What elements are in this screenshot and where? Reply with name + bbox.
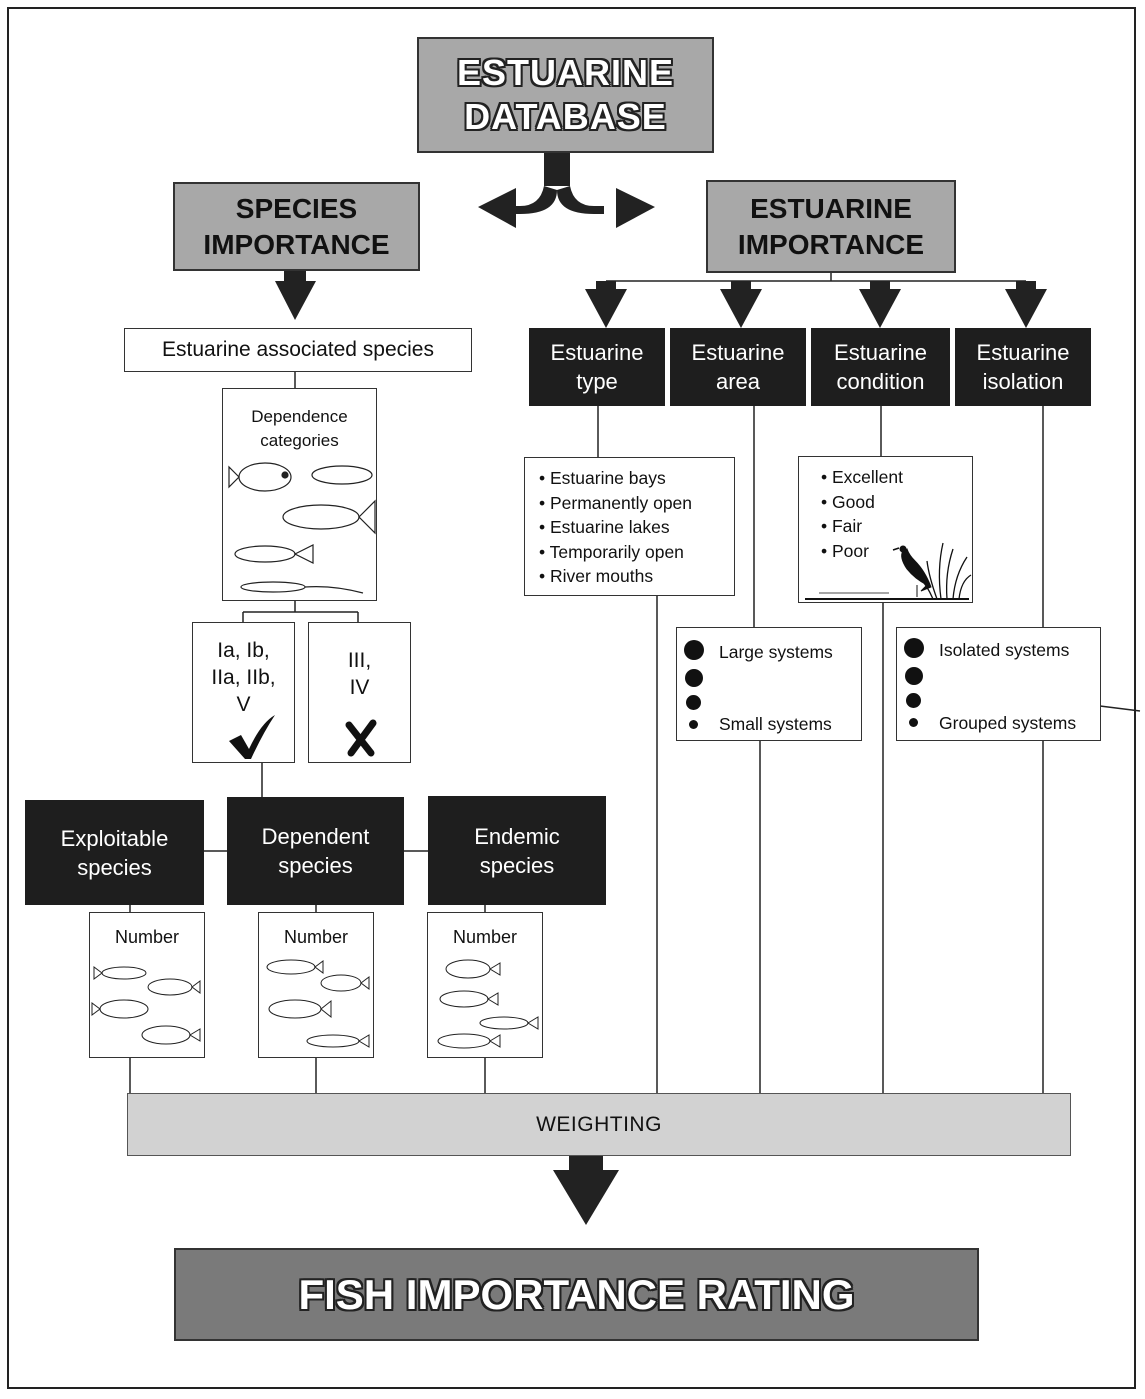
isolated-systems-label: Isolated systems (939, 640, 1070, 660)
estuarine-condition-line1: Estuarine (834, 340, 927, 365)
cross-icon (345, 719, 377, 757)
checkmark-icon (229, 715, 275, 759)
estuarine-importance-line1: ESTUARINE (750, 192, 912, 224)
fish-importance-rating-box: FISH IMPORTANCE RATING (174, 1248, 979, 1341)
estuarine-database-box: ESTUARINE DATABASE (417, 37, 714, 153)
list-item: • Estuarine lakes (539, 517, 670, 537)
estuarine-area-box: Estuarine area (670, 328, 806, 406)
small-dot (906, 693, 921, 708)
database-title-line1: ESTUARINE (456, 52, 675, 93)
species-importance-line2: IMPORTANCE (203, 228, 390, 260)
endemic-line2: species (479, 852, 555, 878)
estuarine-condition-list: • Excellent • Good • Fair • Poor (798, 456, 973, 603)
database-title-line2: DATABASE (464, 96, 667, 137)
list-item: • Excellent (821, 467, 903, 487)
estuarine-area-legend: Large systems Small systems (676, 627, 862, 741)
excluded-categories-box: III, IV (308, 622, 411, 763)
list-item: • Poor (821, 540, 869, 561)
dependence-line1: Dependence (251, 407, 348, 426)
list-item: • Estuarine bays (539, 468, 666, 488)
exploitable-line2: species (77, 854, 152, 880)
number-label: Number (114, 927, 180, 947)
tiny-dot (689, 720, 698, 729)
list-item: • River mouths (539, 566, 654, 586)
included-line3: V (236, 693, 251, 716)
weighting-bar: WEIGHTING (127, 1093, 1071, 1156)
estuarine-isolation-legend: Isolated systems Grouped systems (896, 627, 1101, 741)
list-item: • Good (821, 491, 875, 512)
dependent-line1: Dependent (261, 824, 370, 849)
medium-dot (685, 669, 703, 687)
exploitable-line1: Exploitable (60, 825, 169, 851)
exploitable-number-box: Number (89, 912, 205, 1058)
grouped-systems-label: Grouped systems (939, 713, 1077, 733)
included-line2: IIa, IIb, (211, 666, 276, 689)
estuarine-importance-line2: IMPORTANCE (737, 228, 925, 260)
dependent-number-box: Number (258, 912, 374, 1058)
fish-illustration (266, 959, 370, 1048)
estuarine-condition-line2: condition (836, 369, 925, 394)
dependence-line2: categories (260, 431, 339, 450)
estuarine-type-box: Estuarine type (529, 328, 665, 406)
included-categories-box: Ia, Ib, IIa, IIb, V (192, 622, 295, 763)
endemic-species-box: Endemic species (428, 796, 606, 905)
list-item: • Fair (821, 516, 863, 536)
estuarine-isolation-line2: isolation (982, 369, 1064, 394)
estuarine-type-list: • Estuarine bays • Permanently open • Es… (524, 457, 735, 596)
number-label: Number (283, 927, 349, 947)
list-item: • Permanently open (539, 492, 693, 513)
large-dot (904, 638, 924, 658)
estuarine-importance-box: ESTUARINE IMPORTANCE (706, 180, 956, 273)
list-item: • Temporarily open (539, 541, 684, 562)
associated-species-box: Estuarine associated species (124, 328, 472, 372)
species-importance-box: SPECIES IMPORTANCE (173, 182, 420, 271)
fish-illustration (437, 959, 539, 1049)
dependent-line2: species (278, 853, 353, 878)
exploitable-species-box: Exploitable species (25, 800, 204, 905)
endemic-number-box: Number (427, 912, 543, 1058)
estuarine-type-line1: Estuarine (550, 340, 644, 365)
diagram-frame (7, 7, 1136, 1389)
estuarine-condition-box: Estuarine condition (811, 328, 950, 406)
species-importance-line1: SPECIES (235, 192, 358, 224)
included-line1: Ia, Ib, (217, 639, 270, 662)
number-label: Number (452, 927, 518, 947)
tiny-dot (909, 718, 918, 727)
estuarine-type-line2: type (576, 369, 618, 394)
excluded-line1: III, (347, 649, 372, 672)
weighting-label: WEIGHTING (536, 1112, 662, 1136)
fish-illustration (228, 462, 376, 594)
dependence-categories-box: Dependence categories (222, 388, 377, 601)
large-dot (684, 640, 704, 660)
estuarine-isolation-box: Estuarine isolation (955, 328, 1091, 406)
associated-species-label: Estuarine associated species (162, 338, 434, 361)
small-systems-label: Small systems (719, 714, 832, 734)
endemic-line1: Endemic (474, 823, 560, 849)
estuarine-area-line1: Estuarine (691, 340, 785, 365)
large-systems-label: Large systems (719, 642, 833, 662)
fish-illustration (91, 966, 201, 1045)
estuarine-isolation-line1: Estuarine (976, 340, 1070, 365)
heron-reeds-icon (805, 542, 972, 600)
medium-dot (905, 667, 923, 685)
excluded-line2: IV (349, 676, 370, 699)
estuarine-area-line2: area (715, 369, 761, 394)
dependent-species-box: Dependent species (227, 797, 404, 905)
rating-label: FISH IMPORTANCE RATING (298, 1270, 855, 1318)
small-dot (686, 695, 701, 710)
